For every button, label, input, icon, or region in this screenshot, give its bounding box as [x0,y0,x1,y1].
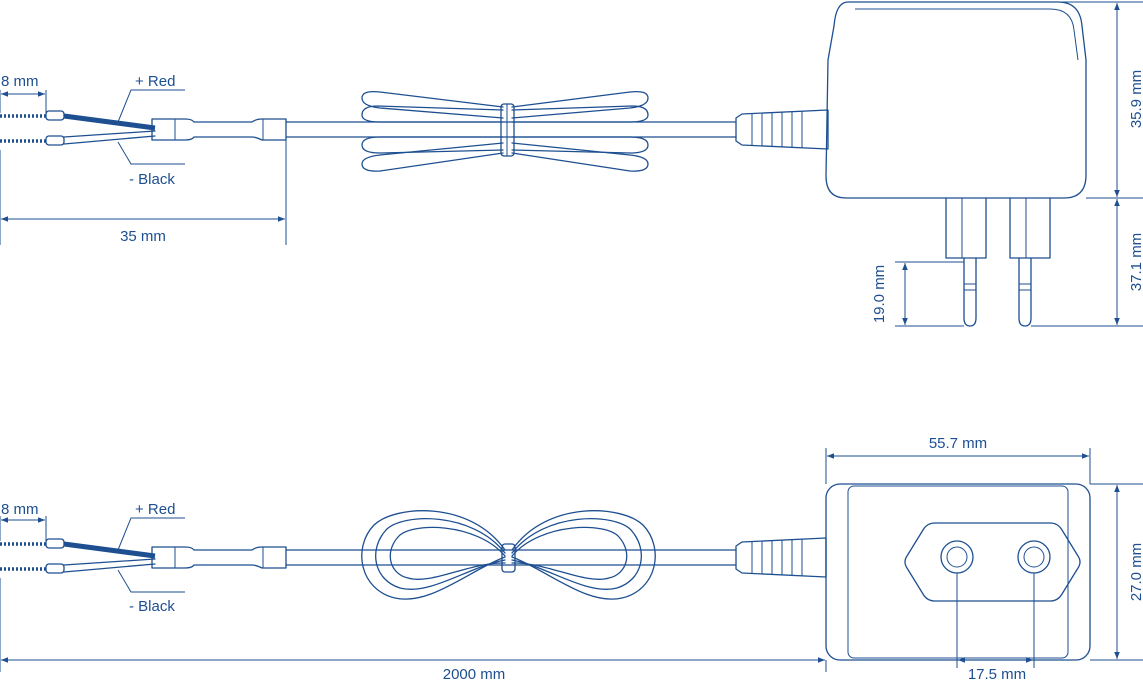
top-sleeve-label: 35 mm [120,228,166,245]
top-red-wire [63,113,156,131]
bottom-red-callout: + Red [117,501,185,551]
bottom-body-width-dimension: 55.7 mm [825,435,1091,484]
bottom-cable-tie [501,543,516,573]
top-body-height-label: 35.9 mm [1128,70,1143,128]
bottom-black-label: - Black [129,598,175,615]
bottom-adapter-body [825,483,1091,661]
bottom-heat-shrink [151,546,287,569]
bottom-red-ferrule [45,538,65,549]
top-sleeve-dimension: 35 mm [0,140,287,245]
bottom-black-ferrule [45,563,65,574]
bottom-pin-spacing-dimension: 17.5 mm [956,573,1035,680]
bottom-view: 8 mm + Red - Black 2000 mm 55.7 mm 27.0 … [0,435,1143,680]
top-pin-length-label: 19.0 mm [871,265,888,323]
bottom-pin-left [940,540,974,574]
top-view: 8 mm + Red - Black 35 mm 35.9 mm 37.1 mm [0,1,1143,327]
top-red-ferrule [45,110,65,121]
top-pin-total-label: 37.1 mm [1128,233,1143,291]
top-cable-coil [361,90,649,172]
bottom-cable-coil [361,510,656,600]
top-red-callout: + Red [117,73,185,123]
bottom-pin-right [1017,540,1051,574]
bottom-black-callout: - Black [117,569,185,615]
bottom-wire-strands [0,542,46,571]
bottom-cable-length-dimension: 2000 mm [0,578,827,680]
top-black-label: - Black [129,171,175,188]
bottom-red-label: + Red [135,501,175,518]
bottom-black-wire [63,558,156,566]
top-strain-relief [735,109,829,150]
bottom-body-width-label: 55.7 mm [929,435,987,452]
bottom-strip-label: 8 mm [1,501,39,518]
top-black-wire [63,130,156,138]
bottom-cable [285,549,737,566]
top-pin-length-dimension: 19.0 mm [871,261,964,327]
top-cable [285,121,737,138]
bottom-strip-dimension: 8 mm [0,501,47,541]
top-wire-strands [0,114,46,143]
bottom-body-depth-dimension: 27.0 mm [1090,483,1143,661]
top-red-label: + Red [135,73,175,90]
bottom-cable-length-label: 2000 mm [443,666,506,680]
top-black-callout: - Black [117,141,185,188]
top-heat-shrink [151,118,287,141]
top-strip-dimension: 8 mm [0,73,47,113]
top-black-ferrule [45,135,65,146]
top-adapter-body [825,1,1087,199]
top-pin-total-dimension: 37.1 mm [1031,199,1143,327]
bottom-socket-outline [904,522,1081,602]
top-body-height-dimension: 35.9 mm [1058,1,1143,199]
bottom-red-wire [63,541,156,559]
bottom-body-depth-label: 27.0 mm [1128,543,1143,601]
top-strip-label: 8 mm [1,73,39,90]
bottom-strain-relief [735,537,827,578]
bottom-pin-spacing-label: 17.5 mm [968,666,1026,680]
top-plug-pins [945,197,1051,327]
